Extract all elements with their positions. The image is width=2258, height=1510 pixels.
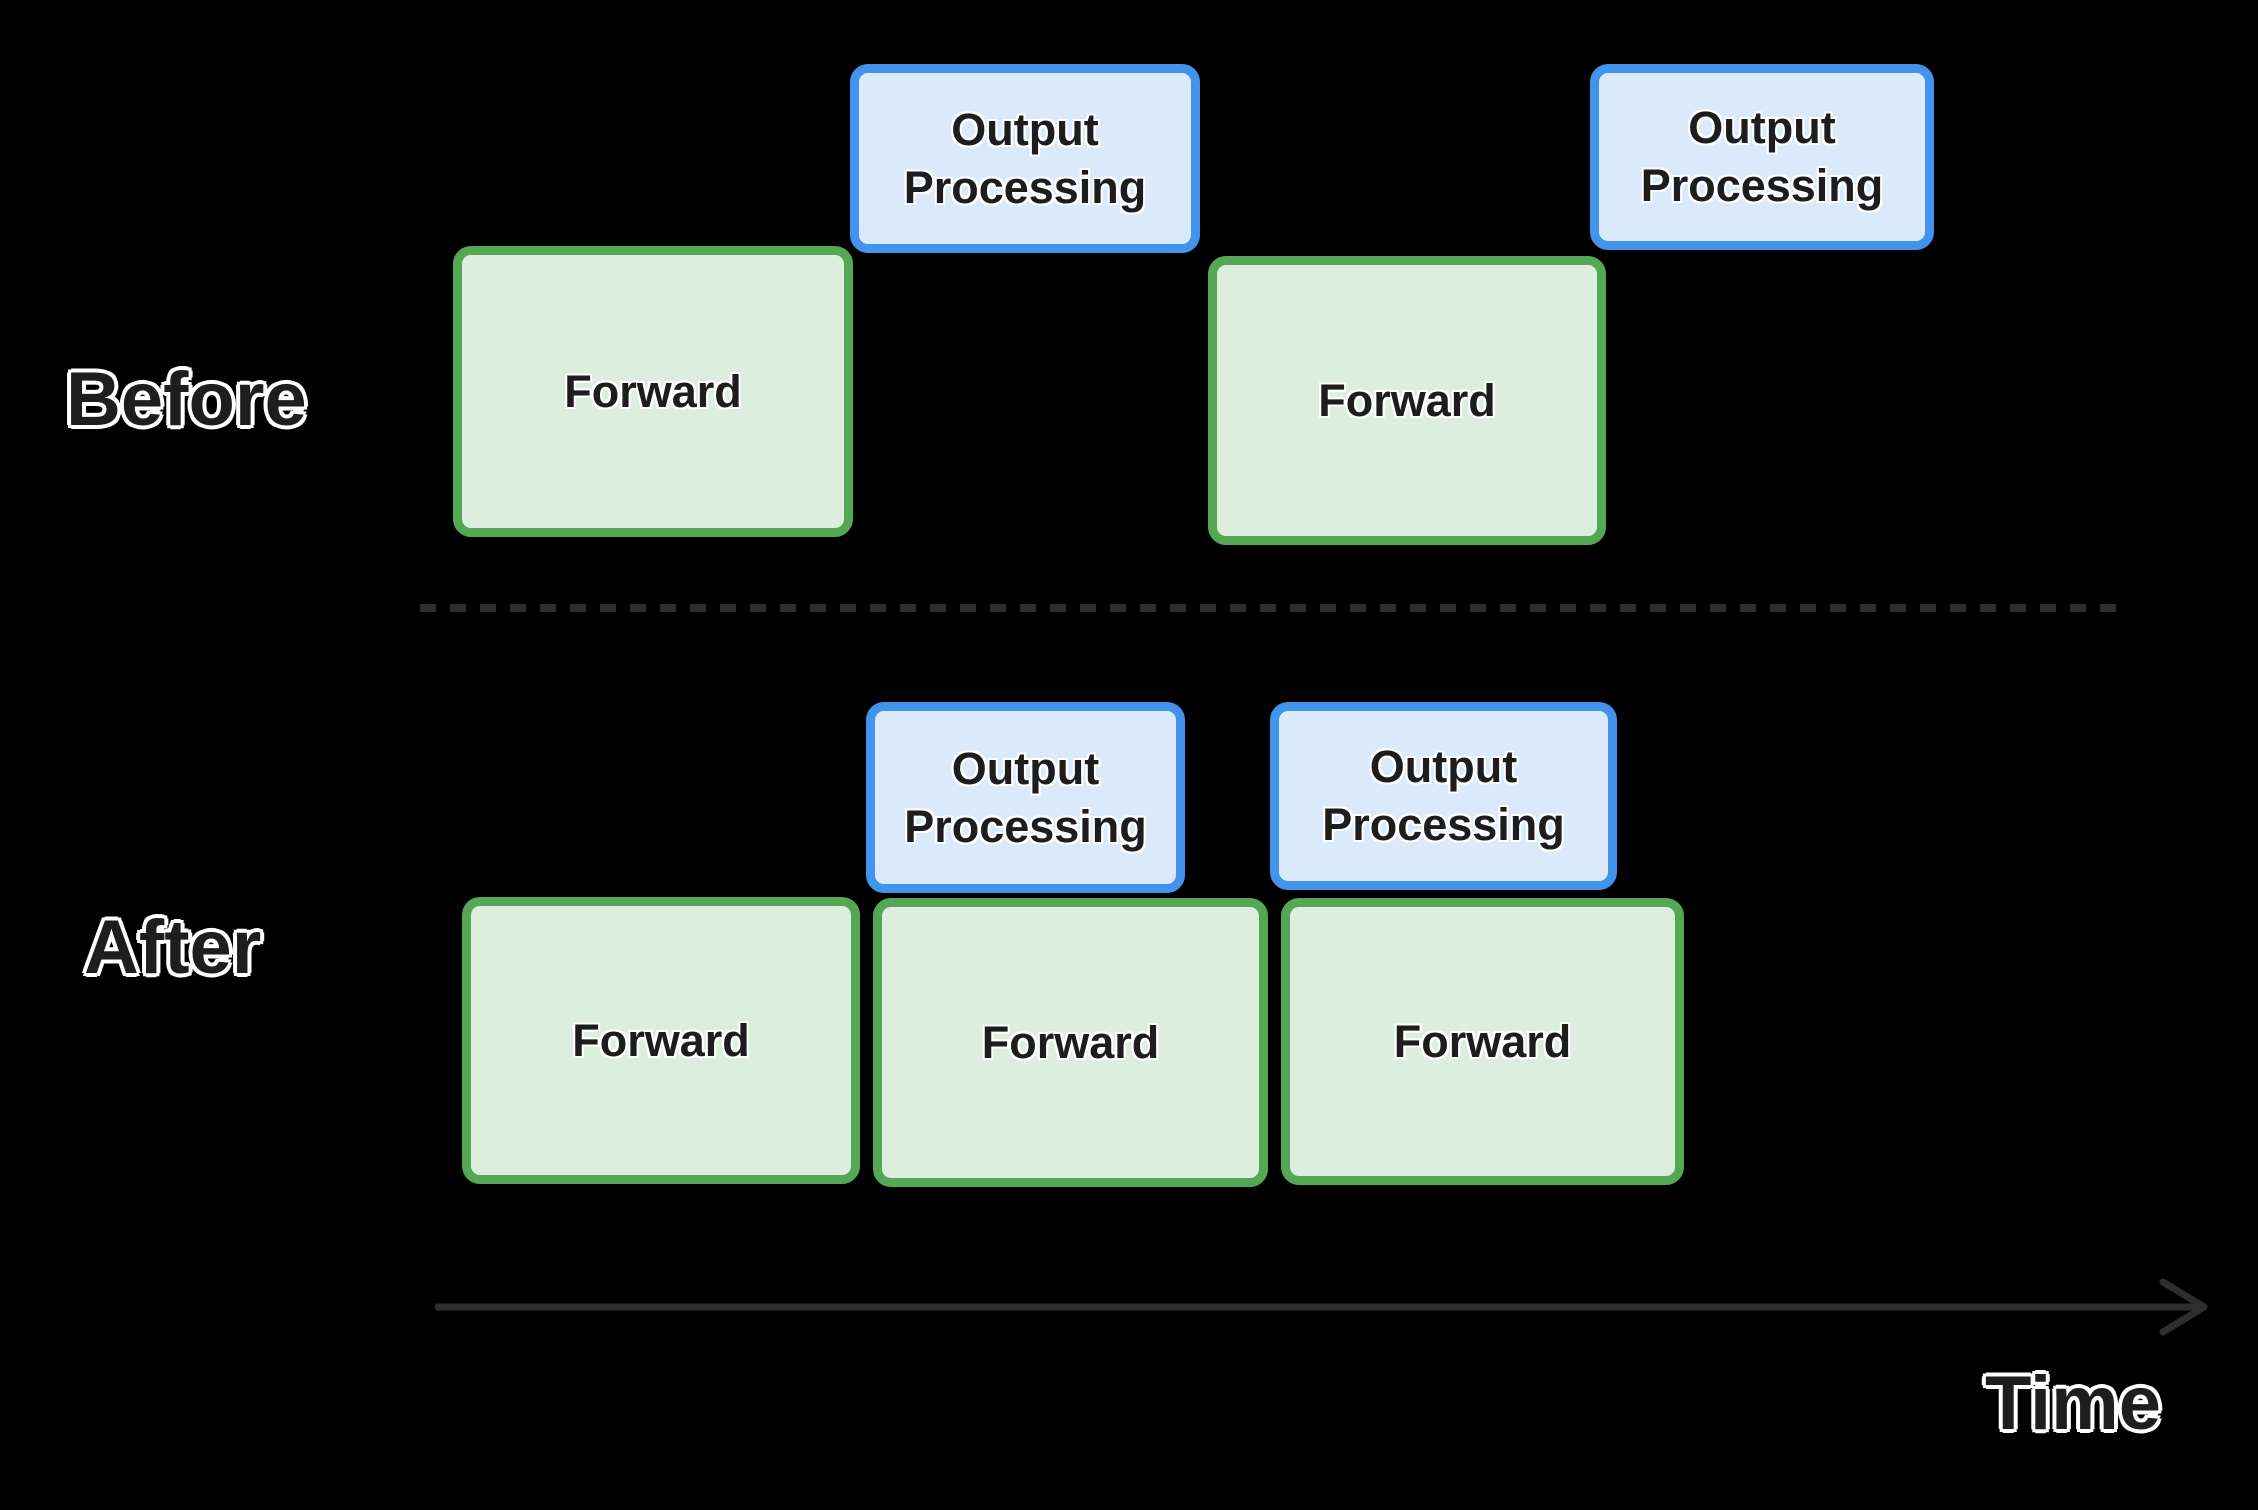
forward-block: Forward: [873, 898, 1268, 1187]
output-processing-label: Output Processing: [1322, 741, 1565, 850]
dashed-divider: [420, 604, 2130, 612]
output-processing-label: Output Processing: [904, 742, 1147, 852]
after-label: After: [84, 905, 262, 990]
output-processing-block: Output Processing: [1270, 702, 1617, 890]
before-label: Before: [66, 357, 307, 442]
forward-label: Forward: [1318, 374, 1496, 426]
output-processing-block: Output Processing: [850, 64, 1200, 253]
forward-block: Forward: [453, 246, 853, 537]
time-axis-arrow: [434, 1278, 2208, 1336]
forward-label: Forward: [981, 1016, 1160, 1068]
time-axis-label: Time: [1985, 1361, 2162, 1446]
forward-label: Forward: [1393, 1015, 1572, 1067]
forward-block: Forward: [1208, 256, 1606, 545]
output-processing-block: Output Processing: [866, 702, 1185, 893]
output-processing-label: Output Processing: [1640, 102, 1884, 211]
forward-label: Forward: [564, 365, 742, 417]
forward-label: Forward: [572, 1014, 750, 1066]
output-processing-block: Output Processing: [1590, 64, 1934, 250]
output-processing-label: Output Processing: [903, 103, 1147, 213]
forward-block: Forward: [462, 897, 860, 1184]
forward-block: Forward: [1281, 898, 1684, 1185]
